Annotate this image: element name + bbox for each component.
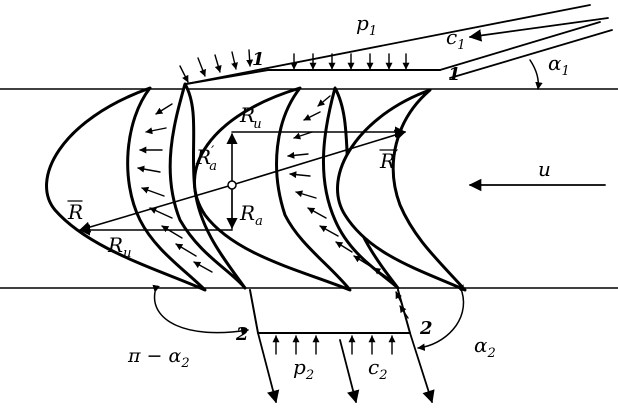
inlet-pressure-arrows: [179, 49, 410, 83]
pi-minus-alpha2-angle-arc: [152, 284, 249, 335]
outlet-flow-arrow-left: [257, 332, 280, 404]
r-vector: [78, 184, 233, 233]
outlet-flow-arrow-c2: [339, 339, 360, 404]
label-c1: c1: [446, 25, 465, 53]
alpha2-angle-arc: [417, 284, 465, 351]
label-r-prime: R′: [379, 148, 399, 173]
label-section-2-left: 2: [235, 324, 249, 345]
label-pi-minus-alpha2: π − α2: [127, 345, 190, 371]
inlet-flow-arrow-c1: [468, 17, 609, 42]
alpha1-angle-arc: [529, 59, 543, 90]
label-section-2-right: 2: [419, 318, 433, 339]
label-alpha2: α2: [474, 333, 496, 361]
label-c2: c2: [368, 355, 387, 383]
inlet-flow-arrow-p1: [439, 21, 601, 71]
inlet-flow-arrow-3: [449, 29, 613, 79]
inlet-flow-arrow: [185, 4, 591, 85]
label-ra-prime: R′a: [195, 144, 217, 174]
label-ru: Ru: [107, 233, 131, 261]
outlet-pressure-arrows: [272, 291, 409, 355]
label-section-1-left: 1: [252, 49, 265, 70]
blade-1-pressure-arrows: [137, 103, 213, 273]
label-u: u: [538, 157, 551, 181]
label-ru-prime: R′u: [239, 102, 262, 132]
force-origin-point: [227, 180, 237, 190]
label-p2: p2: [293, 355, 314, 383]
label-r: R: [67, 200, 83, 224]
label-p1: p1: [356, 11, 377, 39]
label-ra: Ra: [239, 201, 263, 229]
outlet-section-line: [249, 289, 259, 334]
r-prime-vector: [231, 129, 407, 186]
blade-5: [336, 88, 467, 292]
label-alpha1: α1: [548, 51, 570, 79]
blade-1: [45, 86, 207, 292]
label-section-1-right: 1: [448, 64, 461, 85]
outlet-flow-arrow-right: [409, 332, 435, 404]
blade-3-pressure-arrows: [287, 95, 389, 279]
